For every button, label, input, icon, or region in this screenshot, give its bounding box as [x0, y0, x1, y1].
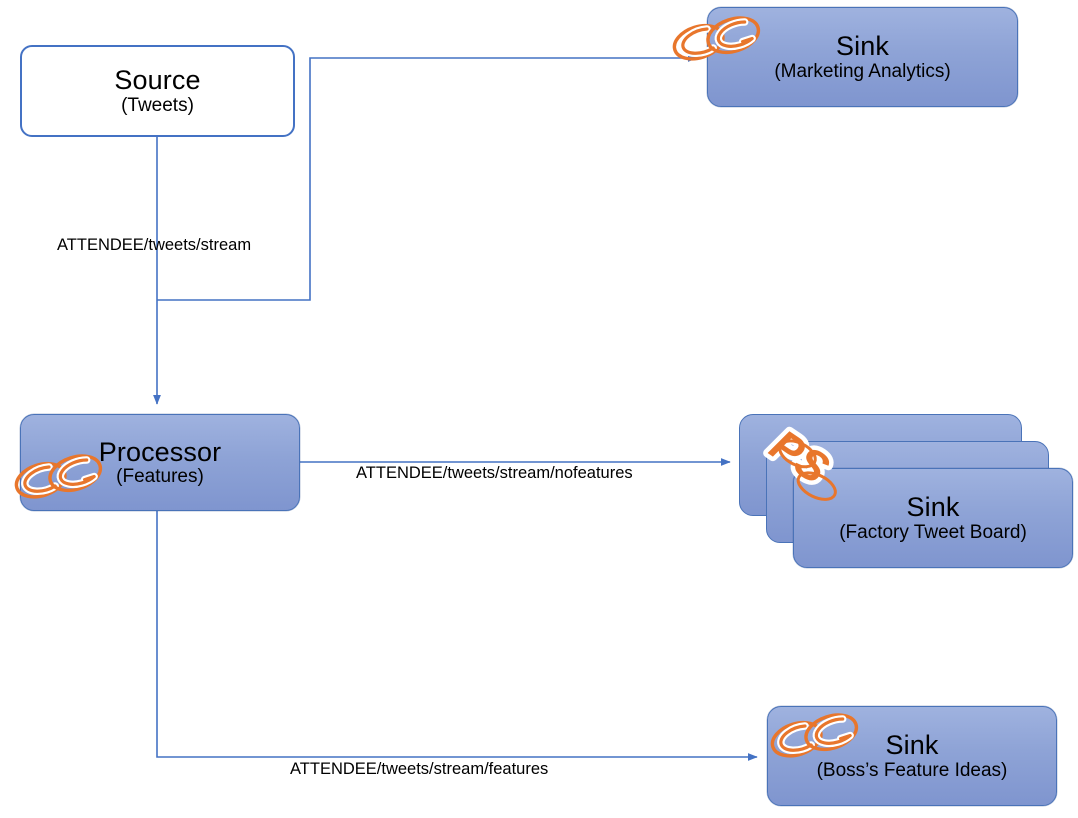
node-sink-boss-feature-ideas-title: Sink: [885, 730, 939, 761]
edge-processor-to-boss: [156, 511, 758, 761]
node-sink-boss-feature-ideas[interactable]: Sink (Boss’s Feature Ideas): [767, 706, 1057, 806]
node-source-subtitle: (Tweets): [121, 94, 194, 116]
node-processor-title: Processor: [98, 436, 222, 467]
node-sink-factory-tweet-board-title: Sink: [906, 492, 960, 523]
node-sink-marketing-analytics-subtitle: (Marketing Analytics): [774, 60, 951, 82]
node-source-title: Source: [114, 65, 201, 96]
node-sink-boss-feature-ideas-subtitle: (Boss’s Feature Ideas): [816, 759, 1008, 781]
node-processor[interactable]: Processor (Features): [20, 414, 300, 511]
edge-source-to-marketing: [157, 54, 698, 301]
node-sink-marketing-analytics[interactable]: Sink (Marketing Analytics): [707, 7, 1018, 107]
node-sink-factory-tweet-board-subtitle: (Factory Tweet Board): [839, 521, 1027, 543]
edge-label-processor-to-boss: ATTENDEE/tweets/stream/features: [290, 760, 549, 778]
node-source[interactable]: Source (Tweets): [20, 45, 295, 137]
node-processor-subtitle: (Features): [116, 466, 204, 488]
node-sink-marketing-analytics-title: Sink: [836, 31, 889, 62]
node-sink-factory-tweet-board[interactable]: Sink (Factory Tweet Board): [793, 468, 1073, 568]
edge-label-source-to-processor: ATTENDEE/tweets/stream: [57, 236, 252, 254]
edge-label-processor-to-factory: ATTENDEE/tweets/stream/nofeatures: [356, 464, 633, 482]
